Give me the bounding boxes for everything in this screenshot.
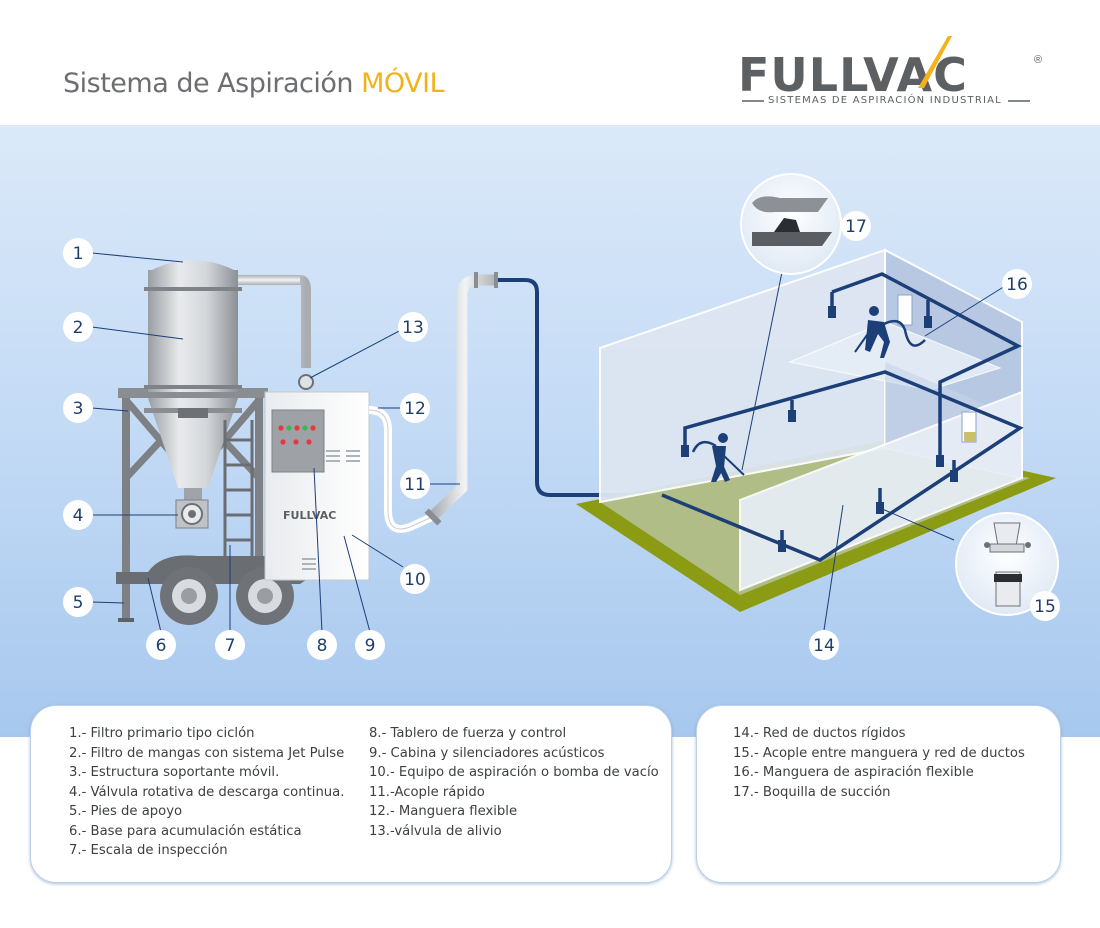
callout-3: 3 <box>63 393 93 423</box>
legend-item: 14.- Red de ductos rígidos <box>733 726 906 741</box>
legend-item: 9.- Cabina y silenciadores acústicos <box>369 745 605 761</box>
logo-registered: ® <box>1034 54 1043 66</box>
title-highlight: MÓVIL <box>361 68 445 99</box>
hopper <box>148 398 238 488</box>
svg-text:12: 12 <box>404 399 426 419</box>
flexible-hose <box>368 406 434 533</box>
legend-item: 3.- Estructura soportante móvil. <box>69 765 280 780</box>
worker-icon <box>854 306 926 358</box>
cyclone-top <box>148 260 238 272</box>
callout-8: 8 <box>307 630 337 660</box>
svg-text:10: 10 <box>404 570 426 590</box>
svg-text:14: 14 <box>813 636 835 656</box>
callout-4: 4 <box>63 500 93 530</box>
legend-item: 13.-válvula de alivio <box>369 823 502 839</box>
aspiration-unit: FULLVAC <box>116 260 746 625</box>
legend-item: 6.- Base para acumulación estática <box>69 823 302 839</box>
legend-item: 5.- Pies de apoyo <box>69 804 183 819</box>
callout-5: 5 <box>63 587 93 617</box>
svg-text:17: 17 <box>845 217 867 237</box>
callout-14: 14 <box>809 630 839 660</box>
callout-10: 10 <box>400 564 430 594</box>
quick-coupling-pipe <box>428 274 498 521</box>
legend-item: 11.-Acople rápido <box>369 784 485 800</box>
callout-6: 6 <box>146 630 176 660</box>
cabinet-brand: FULLVAC <box>283 509 336 522</box>
callout-16: 16 <box>1002 269 1032 299</box>
svg-text:13: 13 <box>402 318 424 338</box>
hose-coupling-detail <box>955 512 1059 616</box>
callout-2: 2 <box>63 312 93 342</box>
svg-text:8: 8 <box>317 636 328 656</box>
relief-valve <box>298 374 314 390</box>
callout-12: 12 <box>400 393 430 423</box>
header: Sistema de Aspiración MÓVIL FULLVAC ® SI… <box>0 0 1100 125</box>
svg-text:5: 5 <box>73 593 84 613</box>
rotary-valve <box>175 499 209 529</box>
svg-text:6: 6 <box>156 636 167 656</box>
title-prefix: Sistema de Aspiración <box>63 68 353 99</box>
logo-swoosh-icon <box>742 36 1030 102</box>
legend-item: 16.- Manguera de aspiración flexible <box>733 765 974 780</box>
leader-lines <box>91 252 460 633</box>
legend-box-left <box>30 705 672 883</box>
legend-item: 12.- Manguera flexible <box>369 804 518 819</box>
transport-duct <box>498 278 746 542</box>
callout-1: 1 <box>63 238 93 268</box>
callout-17: 17 <box>841 211 871 241</box>
legend-col-3: 14.- Red de ductos rígidos 15.- Acople e… <box>733 724 1025 802</box>
worker-icon <box>691 433 745 482</box>
svg-text:15: 15 <box>1034 597 1056 617</box>
legend-item: 4.- Válvula rotativa de descarga continu… <box>69 784 345 800</box>
legend-item: 7.- Escala de inspección <box>69 843 228 858</box>
callout-15: 15 <box>1030 591 1060 621</box>
legend-item: 8.- Tablero de fuerza y control <box>369 726 567 741</box>
legend-item: 15.- Acople entre manguera y red de duct… <box>733 745 1025 761</box>
callout-13: 13 <box>398 312 428 342</box>
page-title: Sistema de Aspiración MÓVIL <box>63 68 445 99</box>
callout-markers: 1 2 3 4 5 6 7 8 9 10 11 12 13 14 15 16 1… <box>63 211 1060 660</box>
legend-col-1: 1.- Filtro primario tipo ciclón 2.- Filt… <box>69 724 344 861</box>
svg-text:1: 1 <box>73 244 84 264</box>
wheels <box>160 567 294 625</box>
legend-item: 1.- Filtro primario tipo ciclón <box>69 726 255 741</box>
svg-text:16: 16 <box>1006 275 1028 295</box>
legend-box-right <box>696 705 1061 883</box>
svg-text:11: 11 <box>404 475 426 495</box>
suction-nozzle-detail <box>740 173 842 275</box>
legend-item: 10.- Equipo de aspiración o bomba de vac… <box>369 765 659 780</box>
control-panel <box>271 409 325 473</box>
svg-text:9: 9 <box>365 636 376 656</box>
legend-item: 17.- Boquilla de succión <box>733 784 891 800</box>
callout-9: 9 <box>355 630 385 660</box>
logo-tagline: SISTEMAS DE ASPIRACIÓN INDUSTRIAL <box>768 95 1002 106</box>
building-duct-network <box>576 248 1056 631</box>
callout-7: 7 <box>215 630 245 660</box>
legend-col-2: 8.- Tablero de fuerza y control 9.- Cabi… <box>369 724 659 841</box>
callout-11: 11 <box>400 469 430 499</box>
svg-text:3: 3 <box>73 399 84 419</box>
legend-item: 2.- Filtro de mangas con sistema Jet Pul… <box>69 745 345 761</box>
svg-text:4: 4 <box>73 506 84 526</box>
svg-text:2: 2 <box>73 318 84 338</box>
svg-text:7: 7 <box>225 636 236 656</box>
inlet-pipe <box>238 275 311 368</box>
